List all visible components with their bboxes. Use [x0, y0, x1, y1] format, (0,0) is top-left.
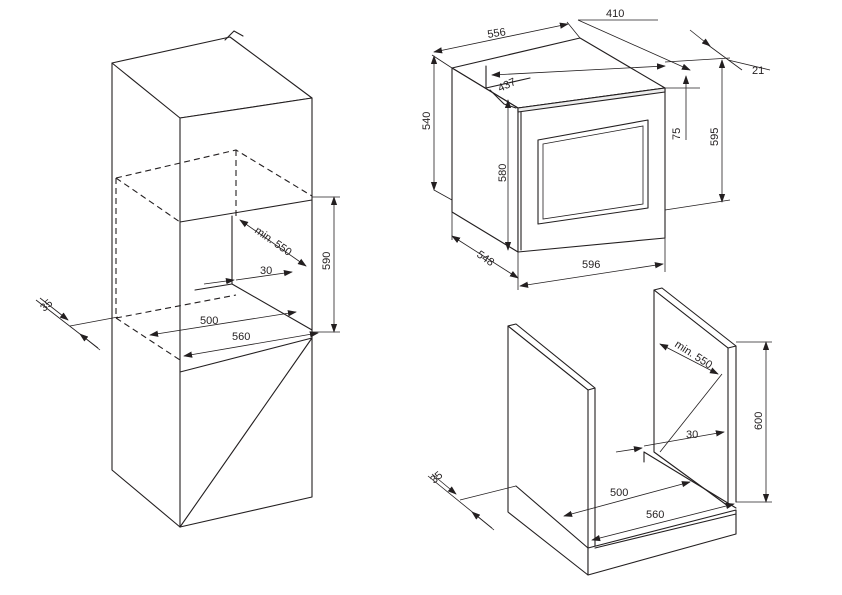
- base-inner-width-label: 500: [610, 487, 628, 499]
- tall-inner-width-label: 500: [200, 315, 218, 327]
- oven-panel-offset-label: 75: [671, 128, 683, 140]
- oven-body-depth-label: 548: [474, 249, 496, 269]
- oven-width-top-label: 556: [487, 26, 507, 41]
- base-offset-label: 35: [428, 469, 445, 486]
- oven-front-panel-label: 21: [752, 65, 764, 77]
- oven-total-width-label: 596: [582, 259, 600, 271]
- base-height-label: 600: [753, 412, 765, 430]
- tall-height-label: 590: [321, 252, 333, 270]
- tall-cabinet-drawing: min. 550 590 30 500 560 35: [35, 30, 340, 528]
- oven-total-height-label: 595: [709, 128, 721, 146]
- oven-drawing: 556 410 21 437 540 580 75 595 548: [421, 8, 771, 290]
- base-outer-width-label: 560: [646, 509, 664, 521]
- oven-580-label: 580: [497, 164, 509, 182]
- tall-cabinet-side: [111, 62, 181, 528]
- tall-gap-label: 30: [260, 265, 272, 277]
- tall-depth-label: min. 550: [252, 225, 293, 259]
- tall-outer-width-label: 560: [232, 331, 250, 343]
- tall-offset-label: 35: [38, 297, 55, 314]
- oven-control-strip: [517, 87, 666, 113]
- tall-cabinet-upper-door: [179, 97, 313, 223]
- base-right-panel: [653, 289, 729, 507]
- base-cabinet-drawing: min. 550 600 30 500 560 35: [427, 287, 772, 576]
- oven-body-height-label: 540: [421, 112, 433, 130]
- base-gap-label: 30: [686, 429, 698, 441]
- oven-depth-top-label: 410: [606, 8, 624, 20]
- oven-window: [537, 119, 649, 225]
